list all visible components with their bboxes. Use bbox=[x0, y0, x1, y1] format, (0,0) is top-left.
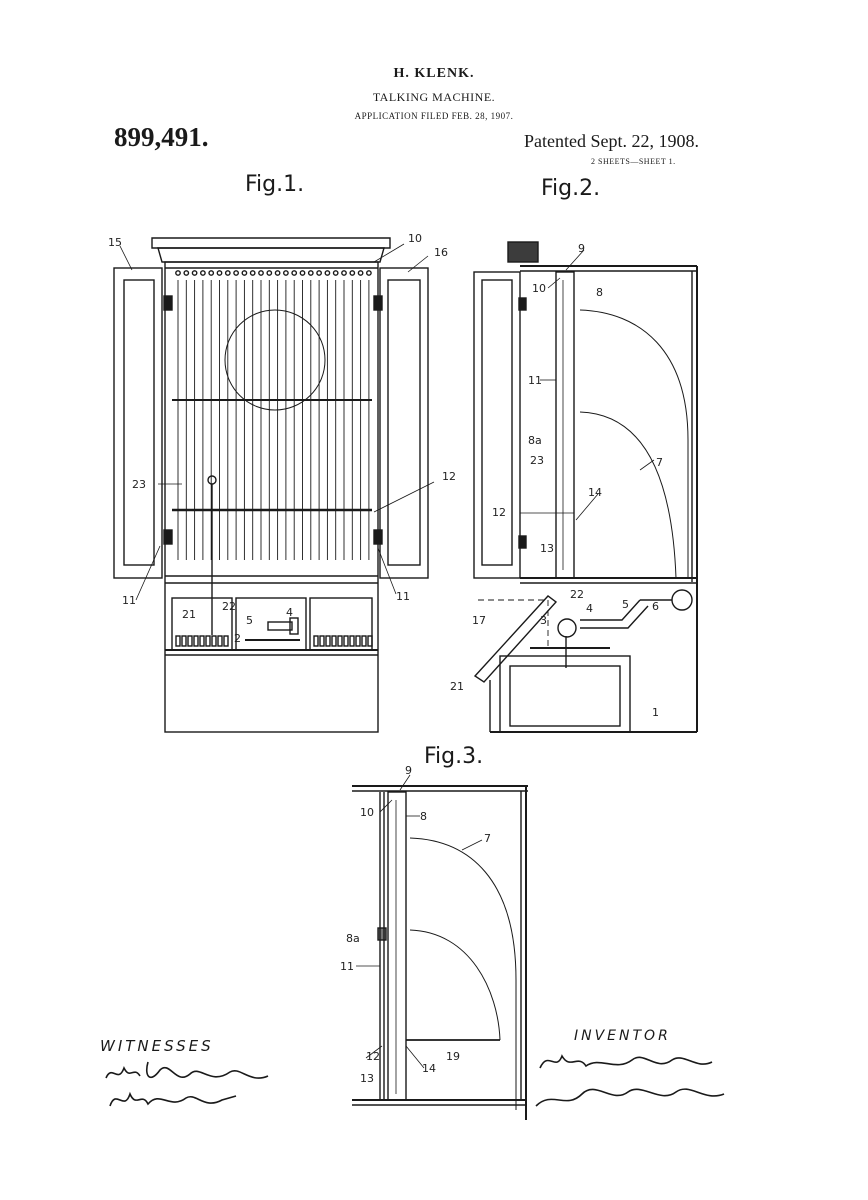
inventor-heading: INVENTOR bbox=[574, 1028, 671, 1044]
fig3-ref-numeral: 19 bbox=[446, 1050, 460, 1063]
fig3-ref-numeral: 13 bbox=[360, 1072, 374, 1085]
fig2-ref-numeral: 5 bbox=[622, 598, 629, 611]
fig3-ref-numeral: 12 bbox=[366, 1050, 380, 1063]
fig2-ref-numeral: 22 bbox=[570, 588, 584, 601]
fig2-ref-numeral: 13 bbox=[540, 542, 554, 555]
fig2-ref-numeral: 6 bbox=[652, 600, 659, 613]
fig1-ref-numeral: 5 bbox=[246, 614, 253, 627]
fig2-label: Fig.2. bbox=[541, 176, 601, 201]
inventor-signatures bbox=[535, 1054, 725, 1107]
sheet-count: 2 SHEETS—SHEET 1. bbox=[591, 157, 676, 166]
fig2-ref-numeral: 12 bbox=[492, 506, 506, 519]
patent-title: TALKING MACHINE. bbox=[372, 90, 496, 104]
fig1-ref-numeral: 12 bbox=[442, 470, 456, 483]
fig1-ref-numeral: 11 bbox=[396, 590, 410, 603]
fig2-ref-numeral: 21 bbox=[450, 680, 464, 693]
fig2-ref-numeral: 11 bbox=[528, 374, 542, 387]
fig3-ref-numeral: 7 bbox=[484, 832, 491, 845]
fig2-ref-numeral: 7 bbox=[656, 456, 663, 469]
fig1-ref-numeral: 23 bbox=[132, 478, 146, 491]
fig3-drawing bbox=[352, 774, 528, 1120]
fig3-ref-numeral: 14 bbox=[422, 1062, 436, 1075]
witness-signatures bbox=[105, 1061, 269, 1107]
fig2-ref-numeral: 23 bbox=[530, 454, 544, 467]
fig2-ref-numeral: 14 bbox=[588, 486, 602, 499]
fig2-ref-numeral: 17 bbox=[472, 614, 486, 627]
fig2-ref-numeral: 4 bbox=[586, 602, 593, 615]
fig1-label: Fig.1. bbox=[245, 172, 305, 197]
fig3-ref-numeral: 9 bbox=[405, 764, 412, 777]
fig1-ref-numeral: 2 bbox=[234, 632, 241, 645]
inventor-name: H. KLENK. bbox=[393, 66, 475, 81]
fig1-ref-numeral: 11 bbox=[122, 594, 136, 607]
fig1-drawing bbox=[113, 237, 435, 733]
fig1-ref-numeral: 16 bbox=[434, 246, 448, 259]
fig1-ref-numeral: 22 bbox=[222, 600, 236, 613]
fig1-ref-numeral: 21 bbox=[182, 608, 196, 621]
fig2-drawing bbox=[473, 241, 698, 733]
patent-number: 899,491. bbox=[114, 122, 209, 152]
fig2-ref-numeral: 1 bbox=[652, 706, 659, 719]
patented-date: Patented Sept. 22, 1908. bbox=[524, 131, 699, 151]
fig1-ref-numeral: 4 bbox=[286, 606, 293, 619]
fig2-ref-numeral: 8 bbox=[596, 286, 603, 299]
fig2-ref-numeral: 8a bbox=[528, 434, 542, 447]
application-filed: APPLICATION FILED FEB. 28, 1907. bbox=[354, 111, 514, 121]
fig3-ref-numeral: 10 bbox=[360, 806, 374, 819]
fig3-ref-numeral: 8a bbox=[346, 932, 360, 945]
fig3-label: Fig.3. bbox=[424, 744, 484, 769]
fig2-ref-numeral: 10 bbox=[532, 282, 546, 295]
fig2-ref-numeral: 9 bbox=[578, 242, 585, 255]
fig3-ref-numeral: 8 bbox=[420, 810, 427, 823]
fig1-ref-numeral: 15 bbox=[108, 236, 122, 249]
fig1-top-studs bbox=[175, 270, 372, 276]
fig1-louver-slats bbox=[177, 280, 370, 560]
fig3-ref-numeral: 11 bbox=[340, 960, 354, 973]
fig1-ref-numeral: 10 bbox=[408, 232, 422, 245]
witnesses-heading: WITNESSES bbox=[100, 1037, 214, 1055]
fig2-ref-numeral: 3 bbox=[540, 614, 547, 627]
